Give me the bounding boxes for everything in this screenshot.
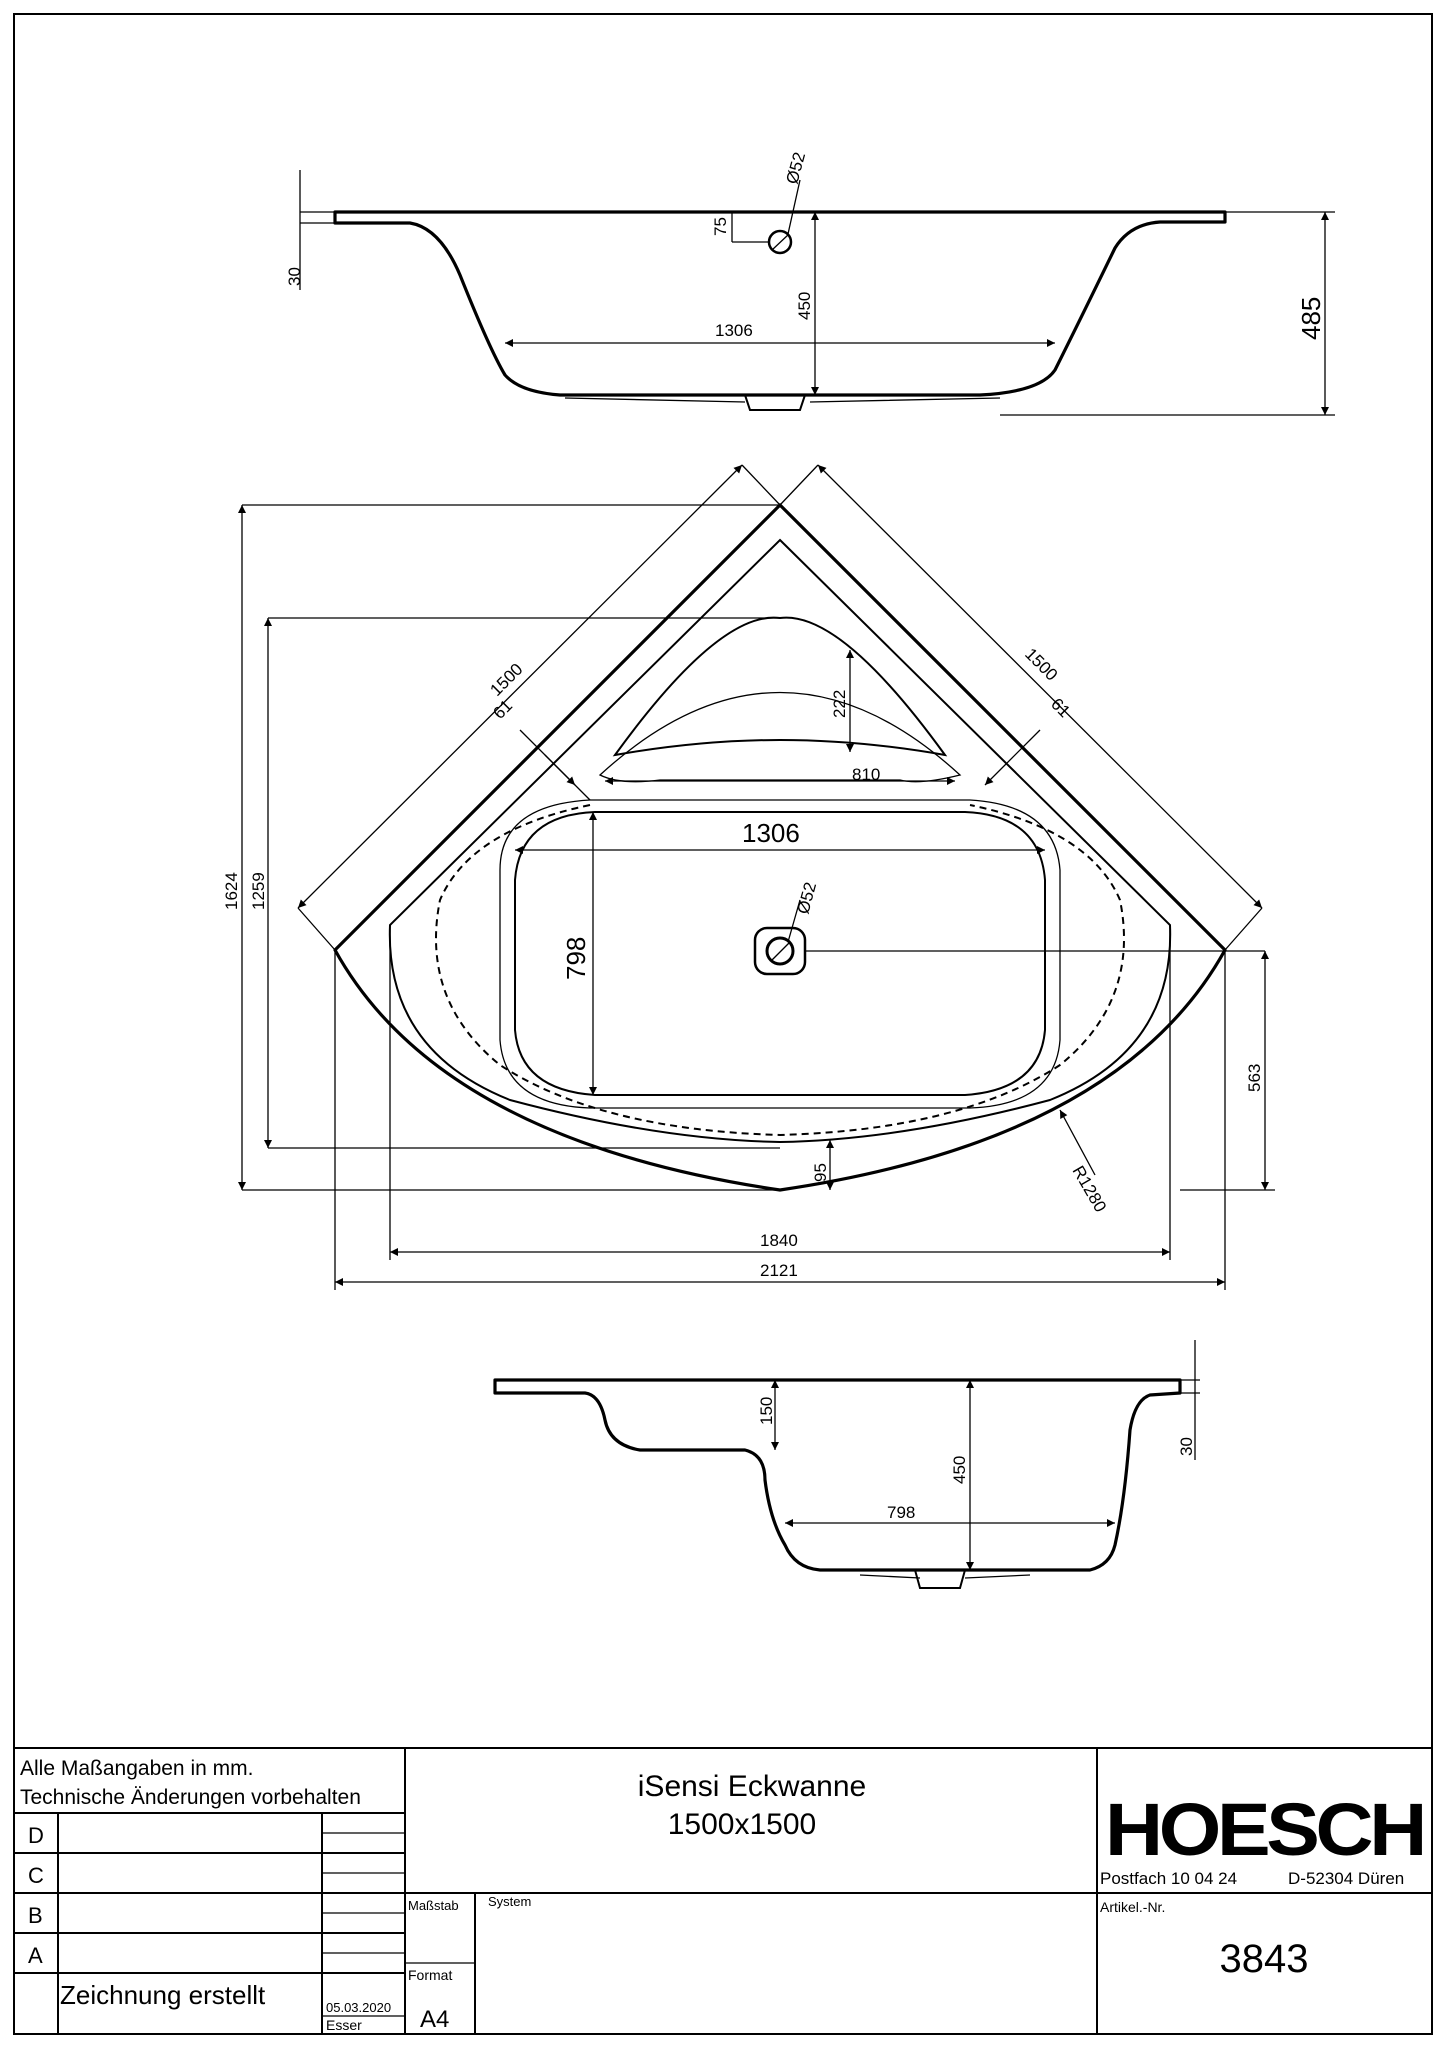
brand-logo: HOESCH	[1105, 1788, 1423, 1871]
city: D-52304 Düren	[1288, 1869, 1404, 1888]
product-size: 1500x1500	[668, 1808, 816, 1841]
product-title: iSensi Eckwanne	[638, 1770, 866, 1803]
tub-dashed-ledge	[435, 804, 1125, 1137]
top-rim-thickness: 30	[285, 267, 304, 286]
postbox: Postfach 10 04 24	[1100, 1869, 1237, 1888]
format-value: A4	[420, 2006, 449, 2033]
side-rim-thickness: 30	[1177, 1437, 1196, 1456]
plan-radius: R1280	[1069, 1163, 1111, 1216]
plan-seat-depth: 222	[830, 690, 849, 718]
side-section-view: 150 450 798 30	[493, 1340, 1200, 1589]
plan-inner-length: 1306	[742, 818, 800, 848]
side-drain-outlet	[914, 1569, 966, 1589]
side-section-outline	[493, 1378, 1182, 1572]
plan-overall-depth: 1624	[222, 872, 241, 910]
front-section-outline	[333, 210, 1227, 397]
top-overflow-height: 75	[711, 217, 730, 236]
front-section-view: Ø52 75 30 450 1306 485	[285, 150, 1335, 416]
drain-outlet	[744, 394, 806, 411]
article-number: 3843	[1220, 1937, 1309, 1981]
top-drain-diameter: Ø52	[783, 150, 810, 186]
plan-front-gap: 95	[811, 1163, 830, 1182]
note-units: Alle Maßangaben in mm.	[20, 1757, 253, 1780]
plan-view: Ø52 1500 1500 61 61 222 810 1306 798	[222, 464, 1275, 1290]
plan-inner-span: 1840	[760, 1231, 798, 1250]
title-block: Alle Maßangaben in mm. Technische Änderu…	[13, 1747, 1433, 2035]
created-by: Esser	[326, 2017, 362, 2033]
system-label: System	[488, 1894, 531, 1909]
revision-b: B	[28, 1903, 43, 1928]
top-inner-depth: 450	[795, 292, 814, 320]
plan-inner-width: 798	[561, 937, 591, 980]
side-inner-width: 798	[887, 1503, 915, 1522]
side-inner-depth: 450	[950, 1456, 969, 1484]
tub-inner-rim	[388, 538, 1172, 1144]
side-step-height: 150	[757, 1397, 776, 1425]
note-changes: Technische Änderungen vorbehalten	[20, 1786, 361, 1809]
plan-seat-width: 810	[852, 765, 880, 784]
seat-area	[612, 616, 948, 757]
revision-d: D	[28, 1823, 44, 1848]
plan-inner-depth: 1259	[249, 872, 268, 910]
top-overall-height: 485	[1296, 297, 1326, 340]
article-label: Artikel.-Nr.	[1100, 1899, 1165, 1915]
plan-side-a: 1500	[486, 660, 526, 700]
created-label: Zeichnung erstellt	[60, 1980, 266, 2010]
revision-c: C	[28, 1863, 44, 1888]
format-label: Format	[408, 1967, 452, 1983]
plan-offset-a: 61	[489, 696, 516, 723]
revision-a: A	[28, 1943, 43, 1968]
plan-side-b: 1500	[1021, 644, 1061, 684]
plan-drain	[753, 926, 807, 976]
plan-drain-offset: 563	[1245, 1064, 1264, 1092]
created-date: 05.03.2020	[326, 2000, 391, 2015]
scale-label: Maßstab	[408, 1898, 459, 1913]
plan-drain-diameter: Ø52	[794, 880, 821, 916]
inner-basin	[514, 811, 1046, 1096]
plan-overall-span: 2121	[760, 1261, 798, 1280]
front-section-floor	[564, 397, 1001, 403]
top-inner-length: 1306	[715, 321, 753, 340]
drawing-frame	[13, 13, 1433, 2035]
